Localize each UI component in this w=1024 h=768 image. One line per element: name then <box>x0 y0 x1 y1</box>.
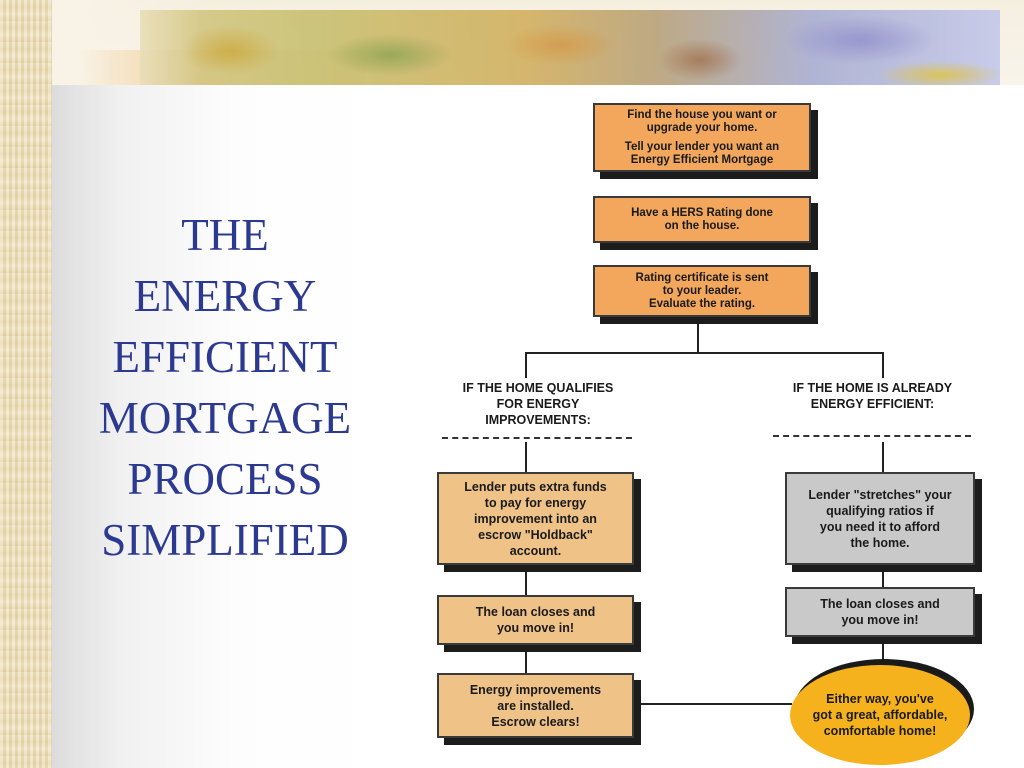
step-text: Have a HERS Rating done <box>631 206 773 219</box>
box-text: account. <box>509 543 562 558</box>
header-text: IF THE HOME QUALIFIES <box>462 381 614 395</box>
box-text: improvement into an <box>474 511 597 526</box>
header-text: ENERGY EFFICIENT: <box>810 397 935 411</box>
right-loan-closes-box: The loan closes and you move in! <box>785 587 975 637</box>
left-dashed-divider <box>442 437 632 439</box>
connector-line <box>697 320 699 354</box>
box-text: Lender puts extra funds <box>464 479 607 494</box>
right-stretch-box: Lender "stretches" your qualifying ratio… <box>785 472 975 565</box>
background-shade <box>52 85 382 768</box>
box-text: The loan closes and <box>475 605 596 619</box>
step-text: to your leader. <box>662 284 742 297</box>
step-find-house: Find the house you want or upgrade your … <box>593 103 811 172</box>
outcome-text: got a great, affordable, <box>812 708 948 722</box>
header-text: IMPROVEMENTS: <box>485 413 591 427</box>
header-text: IF THE HOME IS ALREADY <box>792 381 953 395</box>
connector-line <box>882 442 884 472</box>
parchment-strip <box>0 0 52 768</box>
banner-collage-image <box>140 10 1000 85</box>
left-holdback-box: Lender puts extra funds to pay for energ… <box>437 472 634 565</box>
title-line: MORTGAGE <box>98 393 352 443</box>
connector-line <box>525 352 527 378</box>
step-text: on the house. <box>664 219 740 232</box>
box-text: you need it to afford <box>819 519 941 534</box>
box-text: to pay for energy <box>484 495 587 510</box>
left-loan-closes-box: The loan closes and you move in! <box>437 595 634 645</box>
step-text: Energy Efficient Mortgage <box>630 153 774 166</box>
step-text: Evaluate the rating. <box>648 297 756 310</box>
title-line: PROCESS <box>127 454 323 504</box>
title-line: SIMPLIFIED <box>101 515 349 565</box>
box-text: the home. <box>850 535 910 550</box>
box-text: Energy improvements <box>469 682 602 697</box>
left-improvements-box: Energy improvements are installed. Escro… <box>437 673 634 738</box>
outcome-ellipse: Either way, you've got a great, affordab… <box>790 665 970 765</box>
connector-line <box>525 352 884 354</box>
title-line: ENERGY <box>133 271 317 321</box>
outcome-text: Either way, you've <box>826 692 934 706</box>
title-line: EFFICIENT <box>112 332 338 382</box>
connector-line <box>882 637 884 667</box>
box-text: escrow "Holdback" <box>478 527 593 542</box>
connector-line <box>640 703 792 705</box>
box-text: The loan closes and <box>820 597 940 611</box>
step-hers-rating: Have a HERS Rating done on the house. <box>593 196 811 243</box>
box-text: you move in! <box>496 621 575 635</box>
right-branch-header: IF THE HOME IS ALREADY ENERGY EFFICIENT: <box>770 380 975 412</box>
box-text: you move in! <box>841 613 919 627</box>
step-text: Rating certificate is sent <box>635 271 769 284</box>
connector-line <box>525 645 527 673</box>
box-text: Lender "stretches" your <box>808 487 952 502</box>
box-text: are installed. <box>497 698 574 713</box>
box-text: qualifying ratios if <box>826 503 934 518</box>
outcome-text: comfortable home! <box>823 724 937 738</box>
decorative-banner <box>0 0 1024 85</box>
step-text: Find the house you want or <box>627 108 777 121</box>
step-text: Tell your lender you want an <box>624 140 780 153</box>
header-text: FOR ENERGY <box>496 397 580 411</box>
title-line: THE <box>181 210 269 260</box>
connector-line <box>882 565 884 587</box>
step-text: upgrade your home. <box>646 121 758 134</box>
box-text: Escrow clears! <box>491 714 580 729</box>
step-rating-certificate: Rating certificate is sent to your leade… <box>593 265 811 317</box>
connector-line <box>882 352 884 378</box>
connector-line <box>525 565 527 595</box>
left-branch-header: IF THE HOME QUALIFIES FOR ENERGY IMPROVE… <box>438 380 638 428</box>
right-dashed-divider <box>773 435 971 437</box>
slide-title: THE ENERGY EFFICIENT MORTGAGE PROCESS SI… <box>75 205 375 571</box>
connector-line <box>525 442 527 472</box>
